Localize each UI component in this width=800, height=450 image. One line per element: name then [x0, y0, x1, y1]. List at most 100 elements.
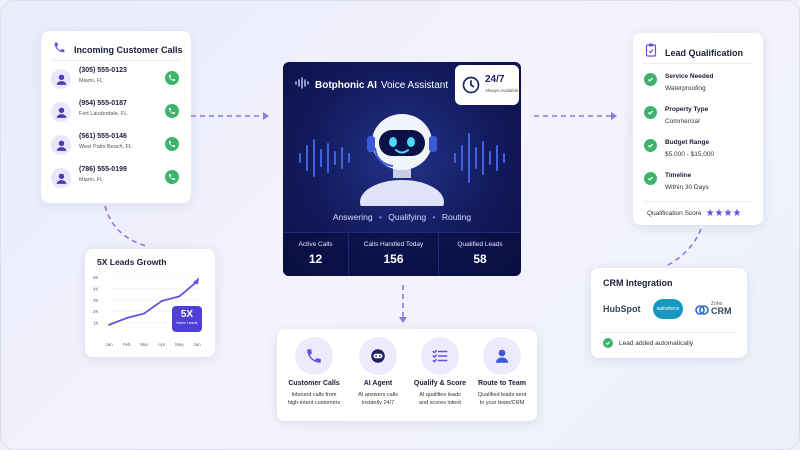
- crm-status-text: Lead added automatically: [619, 339, 694, 347]
- call-number: (305) 555-0123: [79, 67, 127, 74]
- flow-step-desc: high-intent customers: [287, 400, 341, 406]
- badge-value: 5X: [180, 309, 194, 320]
- qualification-label: Service Needed: [665, 73, 714, 80]
- flow-step-title: Customer Calls: [288, 380, 340, 387]
- x-tick-label: Jun: [193, 342, 201, 347]
- assistant-brand: Botphonic AI Voice Assistant: [295, 76, 448, 94]
- incoming-calls-card: Incoming Customer Calls (305) 555-0123 M…: [41, 31, 191, 203]
- qualification-title: Lead Qualification: [665, 47, 744, 58]
- stats-row: Active Calls 12 Calls Handled Today 156 …: [283, 232, 521, 276]
- check-icon: [644, 172, 657, 185]
- step-dot: •: [378, 212, 382, 222]
- qualification-header: Lead Qualification: [645, 43, 743, 62]
- avatar: [51, 168, 71, 188]
- data-point: [125, 317, 128, 319]
- stat-label: Calls Handled Today: [363, 241, 424, 248]
- stat-active-calls: Active Calls 12: [283, 233, 349, 276]
- zoho-crm-logo: Zoho CRM: [695, 301, 745, 319]
- stat-value: 58: [473, 252, 487, 266]
- availability-label: Always Available: [485, 88, 519, 93]
- call-item[interactable]: (305) 555-0123 Miami, FL: [51, 67, 183, 97]
- flow-step-title: AI Agent: [363, 380, 393, 387]
- step-label: Routing: [441, 212, 472, 222]
- qualification-label: Budget Range: [665, 139, 710, 146]
- stat-value: 156: [383, 252, 404, 266]
- crm-status: Lead added automatically: [603, 338, 693, 348]
- call-number: (561) 555-0146: [79, 133, 127, 140]
- flow-step-ai-agent: AI Agent AI answers calls instantly 24/7: [343, 329, 413, 421]
- check-icon: [603, 338, 613, 348]
- hubspot-logo: HubSpot: [603, 304, 641, 314]
- y-tick-label: 3K: [93, 298, 99, 303]
- x-tick-label: Jan: [105, 342, 113, 347]
- qualification-value: Waterproofing: [665, 85, 706, 92]
- crm-integration-card: CRM Integration HubSpot salesforce Zoho …: [591, 268, 747, 358]
- data-point: [160, 300, 163, 302]
- crm-title: CRM Integration: [603, 278, 673, 288]
- check-icon: [644, 73, 657, 86]
- check-icon: [644, 106, 657, 119]
- answer-call-icon[interactable]: [165, 71, 179, 85]
- flow-step-desc: instantly 24/7: [361, 400, 395, 406]
- ai-assistant-panel: Botphonic AI Voice Assistant 24/7 Always…: [283, 62, 521, 276]
- answer-call-icon[interactable]: [165, 137, 179, 151]
- flow-step-desc: to your team/CRM: [479, 400, 525, 406]
- stat-calls-handled: Calls Handled Today 156: [349, 233, 439, 276]
- qualification-value: Within 30 Days: [665, 184, 709, 191]
- x-tick-label: Apr: [158, 342, 166, 347]
- call-number: (954) 555-0187: [79, 100, 127, 107]
- flow-step-desc: and scores intent: [419, 400, 461, 406]
- qualification-item: Service Needed Waterproofing: [633, 70, 763, 100]
- zoho-icon: [695, 305, 709, 315]
- lead-qualification-card: Lead Qualification Service Needed Waterp…: [633, 33, 763, 225]
- x-tick-label: Feb: [123, 342, 131, 347]
- soundwave-icon: [295, 76, 309, 94]
- series-line: [108, 280, 198, 326]
- check-icon: [644, 139, 657, 152]
- call-city: West Palm Beach, FL: [79, 144, 133, 150]
- person-icon: [483, 337, 521, 375]
- call-item[interactable]: (786) 555-0199 Miami, FL: [51, 166, 183, 196]
- y-tick-label: 2K: [93, 309, 99, 314]
- flow-step-desc: AI answers calls: [358, 392, 398, 398]
- qualification-item: Property Type Commercial: [633, 103, 763, 133]
- flow-step-title: Route to Team: [477, 380, 527, 387]
- assistant-steps: Answering • Qualifying • Routing: [283, 212, 521, 222]
- availability-value: 24/7: [485, 74, 505, 85]
- score-label: Qualification Score: [647, 210, 702, 217]
- x-tick-label: Mar: [140, 342, 148, 347]
- answer-call-icon[interactable]: [165, 104, 179, 118]
- call-item[interactable]: (561) 555-0146 West Palm Beach, FL: [51, 133, 183, 163]
- checklist-icon: [421, 337, 459, 375]
- call-item[interactable]: (954) 555-0187 Fort Lauderdale, FL: [51, 100, 183, 130]
- divider: [601, 332, 737, 333]
- stat-label: Active Calls: [298, 241, 333, 248]
- badge-label: More Leads: [176, 320, 198, 325]
- stat-qualified-leads: Qualified Leads 58: [439, 233, 521, 276]
- score-stars: ★★★★: [706, 208, 742, 219]
- flow-step-customer-calls: Customer Calls Inbound calls from high-i…: [279, 329, 349, 421]
- growth-title: 5X Leads Growth: [97, 257, 167, 267]
- answer-call-icon[interactable]: [165, 170, 179, 184]
- avatar: [51, 102, 71, 122]
- star-icon: ★: [723, 208, 733, 219]
- workflow-steps-card: Customer Calls Inbound calls from high-i…: [277, 329, 537, 421]
- y-tick-label: 5K: [93, 275, 99, 280]
- brand-name: Botphonic AI: [315, 79, 377, 91]
- flow-step-qualify: Qualify & Score AI qualifies leads and s…: [405, 329, 475, 421]
- voice-waveform: [299, 133, 505, 183]
- flow-step-desc: AI qualifies leads: [419, 392, 461, 398]
- qualification-score: Qualification Score ★★★★: [647, 208, 741, 219]
- flow-step-desc: Inbound calls from: [291, 392, 337, 398]
- calls-card-header: Incoming Customer Calls: [53, 41, 183, 59]
- step-dot: •: [432, 212, 436, 222]
- qualification-label: Timeline: [665, 172, 692, 179]
- divider: [643, 201, 753, 202]
- robot-icon: [359, 337, 397, 375]
- robot-icon: [360, 114, 444, 206]
- clock-icon: [461, 75, 481, 100]
- y-tick-label: 4K: [93, 286, 99, 291]
- phone-icon: [53, 41, 66, 59]
